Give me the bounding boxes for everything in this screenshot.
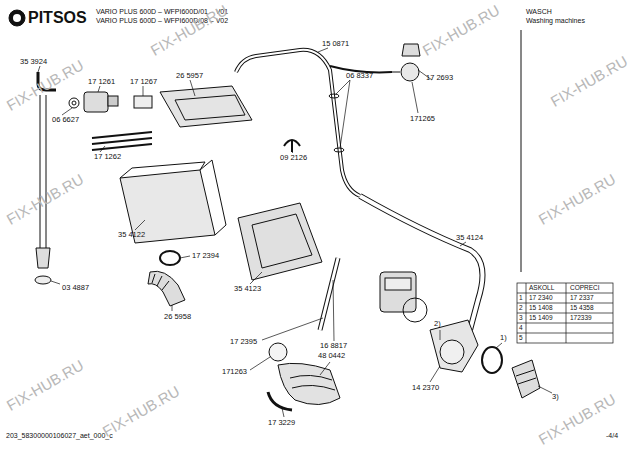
pressure-switch [401, 63, 419, 81]
leader-lines [38, 48, 552, 417]
part-number: 17 2395 [230, 338, 257, 346]
callout-number: 3) [552, 393, 559, 401]
seal-ring [482, 347, 502, 373]
ring [160, 251, 180, 265]
tube [320, 258, 338, 330]
table-cell: 5 [519, 335, 523, 342]
table-cell: 15 1409 [529, 315, 553, 322]
part-number: 26 5957 [176, 72, 203, 80]
valve [84, 92, 108, 112]
watermark: FIX-HUB.RU [536, 391, 618, 447]
part-number: 35 3924 [20, 58, 47, 66]
part-number: 14 2370 [412, 384, 439, 392]
part-number: 06 8337 [346, 72, 373, 80]
table-cell: 1 [519, 295, 523, 302]
pump-housing [430, 320, 478, 372]
drawer-lid [160, 86, 252, 127]
part-number: 03 4887 [62, 284, 89, 292]
sump-hose [278, 363, 340, 404]
inlet-pipe [40, 95, 46, 248]
clip [284, 140, 300, 152]
table-cell: 15 1408 [529, 305, 553, 312]
part-number: 17 3229 [268, 419, 295, 427]
frame-line [521, 30, 522, 272]
table-cell: 2 [519, 305, 523, 312]
watermark: FIX-HUB.RU [4, 357, 86, 413]
part-number: 171263 [222, 368, 247, 376]
watermark: FIX-HUB.RU [536, 171, 618, 227]
part-number: 15 0871 [322, 40, 349, 48]
bracket [402, 44, 420, 56]
bellows [148, 271, 185, 306]
callout-number: 1) [500, 334, 507, 342]
table-cell: 15 4358 [570, 305, 594, 312]
table-cell: ASKOLL [529, 285, 554, 292]
hose [268, 392, 292, 410]
logo-mark [9, 10, 25, 26]
part-number: 17 2693 [426, 74, 453, 82]
table-cell: 4 [519, 325, 523, 332]
drain-hose [360, 196, 483, 330]
category-title: Washing machines [526, 17, 585, 24]
part-number: 17 1267 [130, 78, 157, 86]
part-number: 171265 [410, 115, 435, 123]
watermark: FIX-HUB.RU [4, 171, 86, 227]
watermark: FIX-HUB.RU [548, 53, 630, 109]
table-cell: 3 [519, 315, 523, 322]
part-number: 35 4122 [118, 231, 145, 239]
part-number: 06 6627 [52, 116, 79, 124]
part-number: 48 0442 [318, 352, 345, 360]
parts-table [517, 283, 613, 343]
detergent-drawer [238, 203, 322, 280]
table-cell: 172339 [570, 315, 592, 322]
part-number: 35 4123 [234, 285, 261, 293]
filter [512, 360, 540, 398]
part-number: 35 4124 [456, 234, 483, 242]
table-cell: COPRECI [570, 285, 600, 292]
part-number: 26 5958 [164, 313, 191, 321]
watermark: FIX-HUB.RU [100, 383, 182, 439]
pipe-end [36, 248, 50, 268]
ball [269, 343, 287, 361]
part-number: 16 8817 [320, 342, 347, 350]
connector [134, 96, 152, 108]
pump-motor [380, 272, 416, 312]
table-cell: 17 2337 [570, 295, 594, 302]
document-code: 203_58300000106027_aet_000_c [6, 432, 113, 439]
ring [35, 276, 51, 284]
tubes [92, 132, 152, 150]
table-cell: 17 2340 [529, 295, 553, 302]
watermark: FIX-HUB.RU [420, 2, 502, 58]
part-number: 17 1262 [94, 153, 121, 161]
page-number: -4/4 [606, 432, 618, 439]
callout-number: 2) [434, 320, 441, 328]
air-hose [236, 50, 360, 196]
part-number: 17 1261 [88, 78, 115, 86]
category-title: WASCH [526, 8, 552, 15]
brand-logo: PITSOS [28, 10, 87, 26]
part-number: 17 2394 [192, 252, 219, 260]
part-number: 09 2126 [280, 154, 307, 162]
